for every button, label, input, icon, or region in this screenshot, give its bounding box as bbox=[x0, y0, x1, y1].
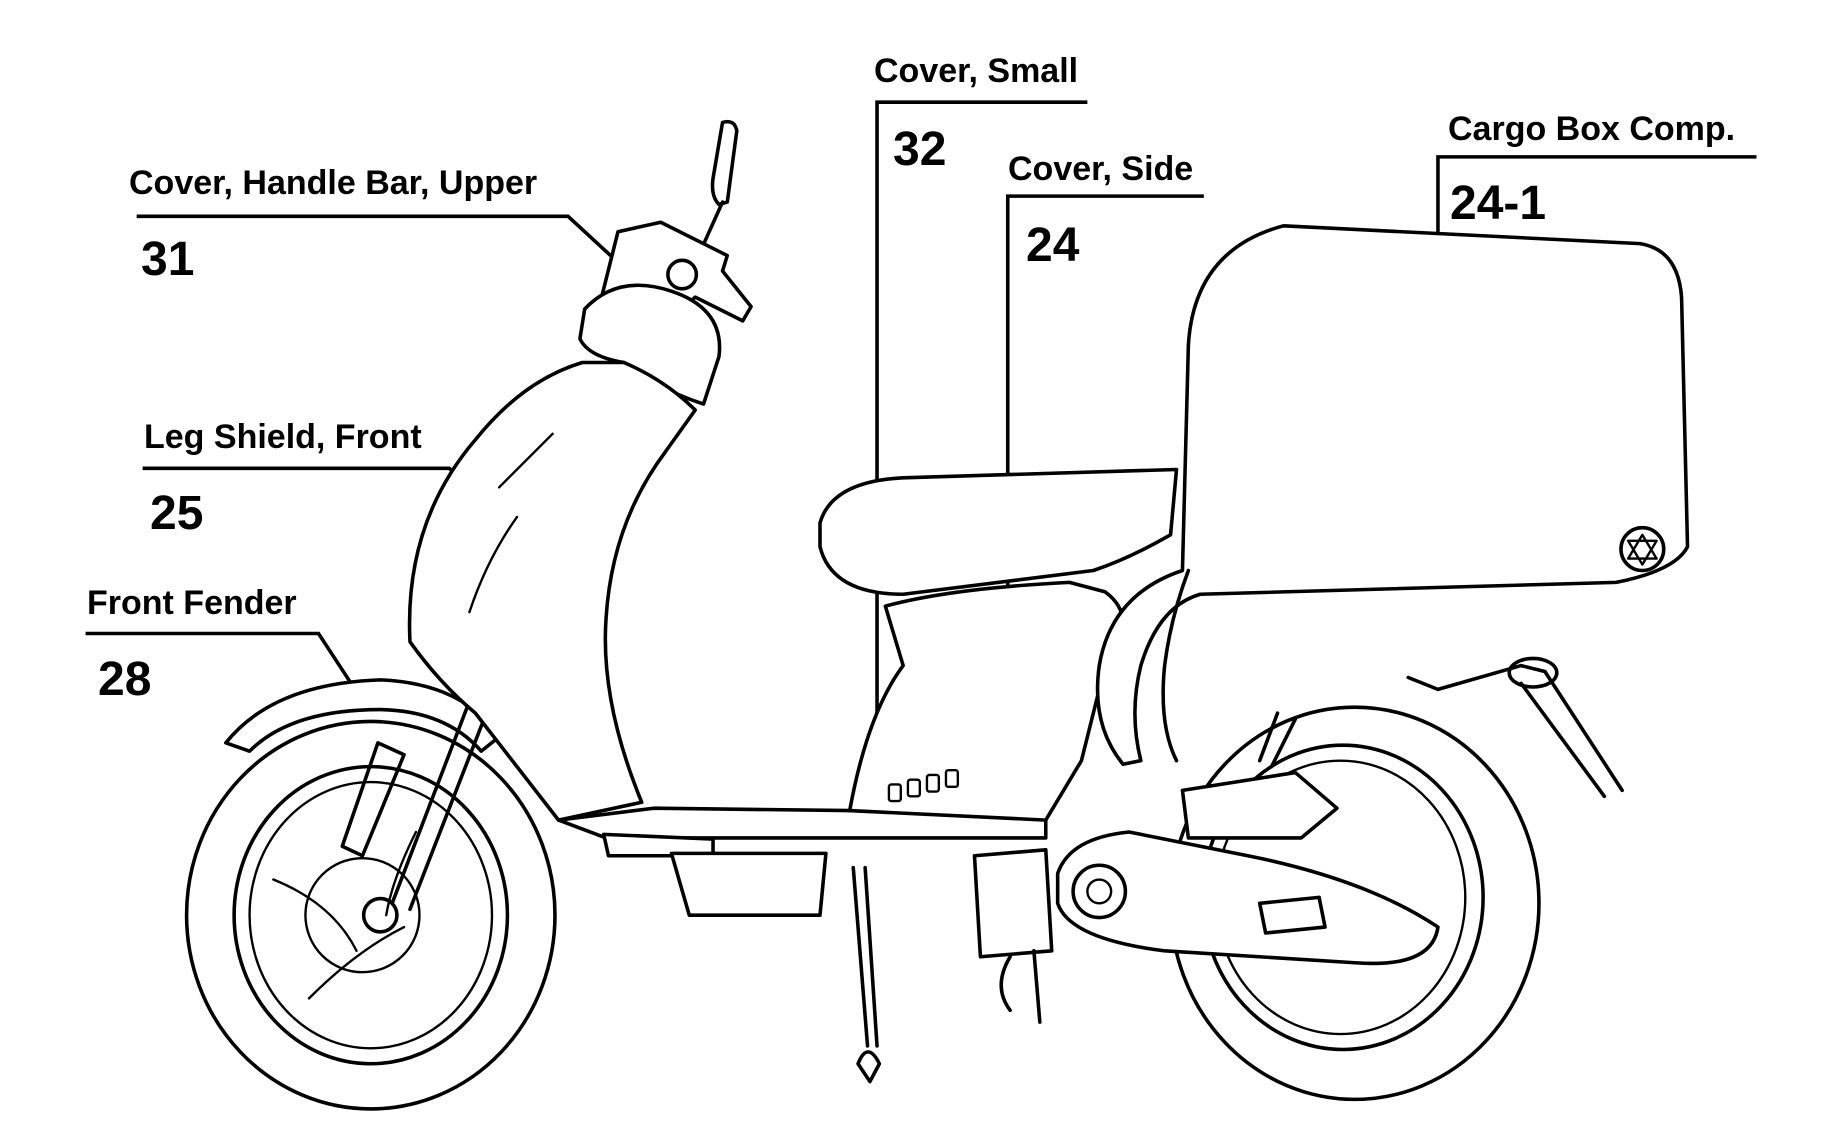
engine-unit bbox=[972, 711, 1440, 1024]
number-leg-shield: 25 bbox=[150, 487, 204, 540]
leader-handlebar-cover bbox=[136, 214, 632, 275]
number-cover-small: 32 bbox=[893, 123, 947, 176]
number-cover-side: 24 bbox=[1026, 219, 1080, 272]
vent-slots bbox=[887, 768, 960, 803]
number-cargo-box: 24-1 bbox=[1450, 177, 1547, 230]
label-handlebar-cover: Cover, Handle Bar, Upper bbox=[129, 164, 538, 202]
label-front-fender: Front Fender bbox=[87, 584, 297, 622]
number-front-fender: 28 bbox=[98, 653, 152, 706]
leader-front-fender bbox=[85, 631, 361, 697]
tail-bracket bbox=[1406, 663, 1624, 799]
label-cover-side: Cover, Side bbox=[1008, 150, 1194, 188]
label-cover-small: Cover, Small bbox=[874, 52, 1079, 90]
cargo-box-emblem bbox=[1619, 525, 1666, 573]
seat bbox=[818, 467, 1179, 597]
front-wheel bbox=[184, 719, 557, 1111]
leg-shield-part bbox=[407, 360, 697, 822]
cargo-box-part bbox=[1095, 224, 1690, 767]
number-handlebar-cover: 31 bbox=[141, 233, 195, 286]
side-stand bbox=[851, 865, 882, 1084]
label-cargo-box: Cargo Box Comp. bbox=[1448, 110, 1736, 148]
label-leg-shield: Leg Shield, Front bbox=[144, 418, 422, 456]
front-fork bbox=[340, 699, 490, 912]
handlebar bbox=[578, 119, 753, 406]
